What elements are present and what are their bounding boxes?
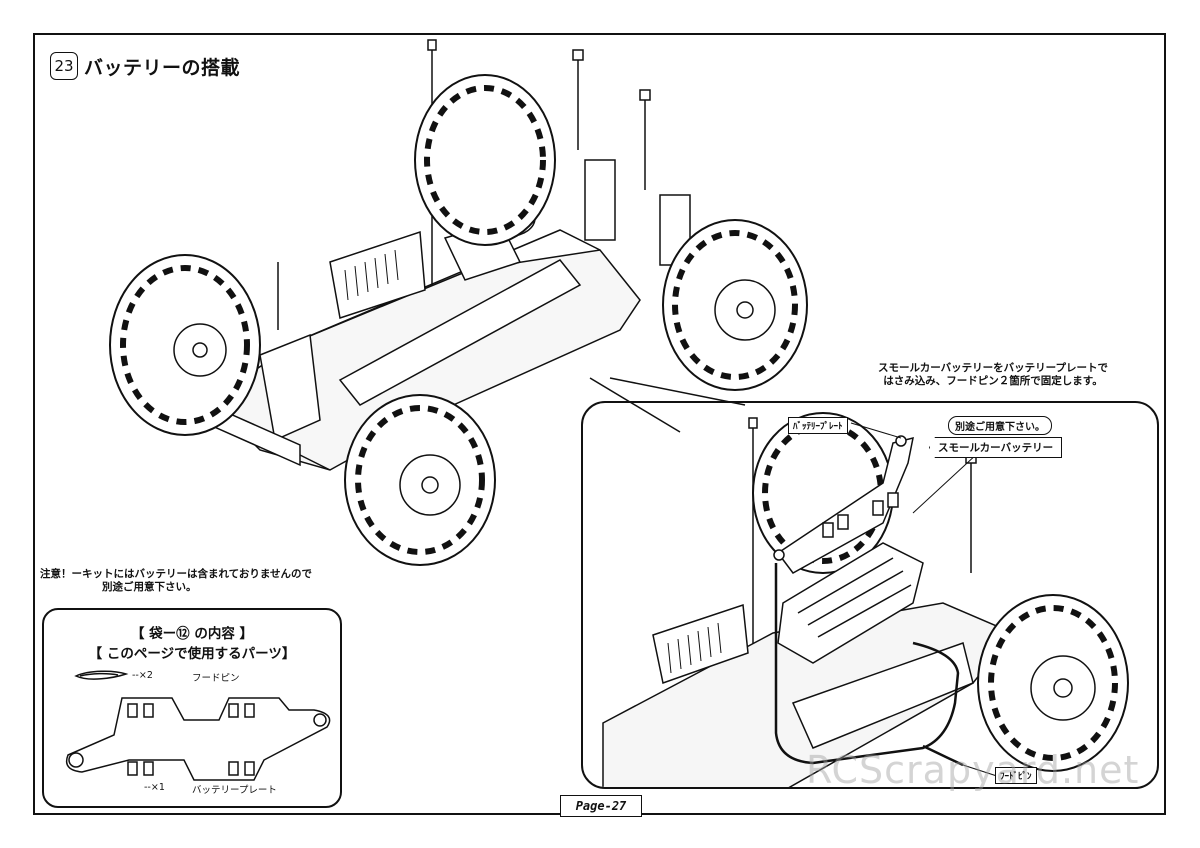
- hood-pin-icon: [74, 670, 129, 680]
- page-number: Page-27: [560, 795, 642, 817]
- caption-line-2: はさみ込み、フードピン２箇所で固定します。: [883, 375, 1103, 387]
- step-title: バッテリーの搭載: [84, 56, 241, 79]
- parts-used-heading: 【 このページで使用するパーツ】: [88, 646, 296, 662]
- step-heading: 23 バッテリーの搭載: [50, 52, 240, 80]
- plate-name: バッテリープレート: [192, 785, 277, 796]
- battery-plate-icon: [65, 697, 331, 781]
- watermark: RCScrapyard.net: [806, 748, 1140, 792]
- note-line-2: 別途ご用意下さい。: [102, 581, 197, 593]
- kit-note: 注意！ーキットにはバッテリーは含まれておりませんので 別途ご用意下さい。: [40, 568, 312, 594]
- pin-quantity: --×2: [132, 670, 153, 681]
- caption-line-1: スモールカーバッテリーをバッテリープレートで: [878, 362, 1108, 374]
- parts-box: 【 袋ー⑫ の内容 】 【 このページで使用するパーツ】 --×2 フードピン …: [42, 608, 342, 808]
- note-line-1: 注意！ーキットにはバッテリーは含まれておりませんので: [40, 568, 313, 580]
- hood-pin-tag: ﾌｰﾄﾞﾋﾟﾝ: [995, 767, 1037, 784]
- battery-tag: スモールカーバッテリー: [929, 437, 1063, 458]
- detail-inset: ﾊﾞｯﾃﾘｰﾌﾟﾚｰﾄ 別途ご用意下さい。 スモールカーバッテリー ﾌｰﾄﾞﾋﾟ…: [581, 401, 1159, 789]
- detail-illustration: [602, 412, 1129, 787]
- battery-pack-icon: [777, 542, 924, 664]
- plate-tag: ﾊﾞｯﾃﾘｰﾌﾟﾚｰﾄ: [788, 417, 848, 434]
- pin-name: フードピン: [192, 673, 240, 684]
- parts-bag-heading: 【 袋ー⑫ の内容 】: [130, 626, 254, 642]
- step-number: 23: [50, 52, 78, 80]
- plate-quantity: --×1: [144, 782, 165, 793]
- separate-purchase-tag: 別途ご用意下さい。: [948, 416, 1052, 435]
- detail-caption: スモールカーバッテリーをバッテリープレートで はさみ込み、フードピン２箇所で固定…: [858, 362, 1128, 388]
- parts-drawings: [65, 670, 331, 781]
